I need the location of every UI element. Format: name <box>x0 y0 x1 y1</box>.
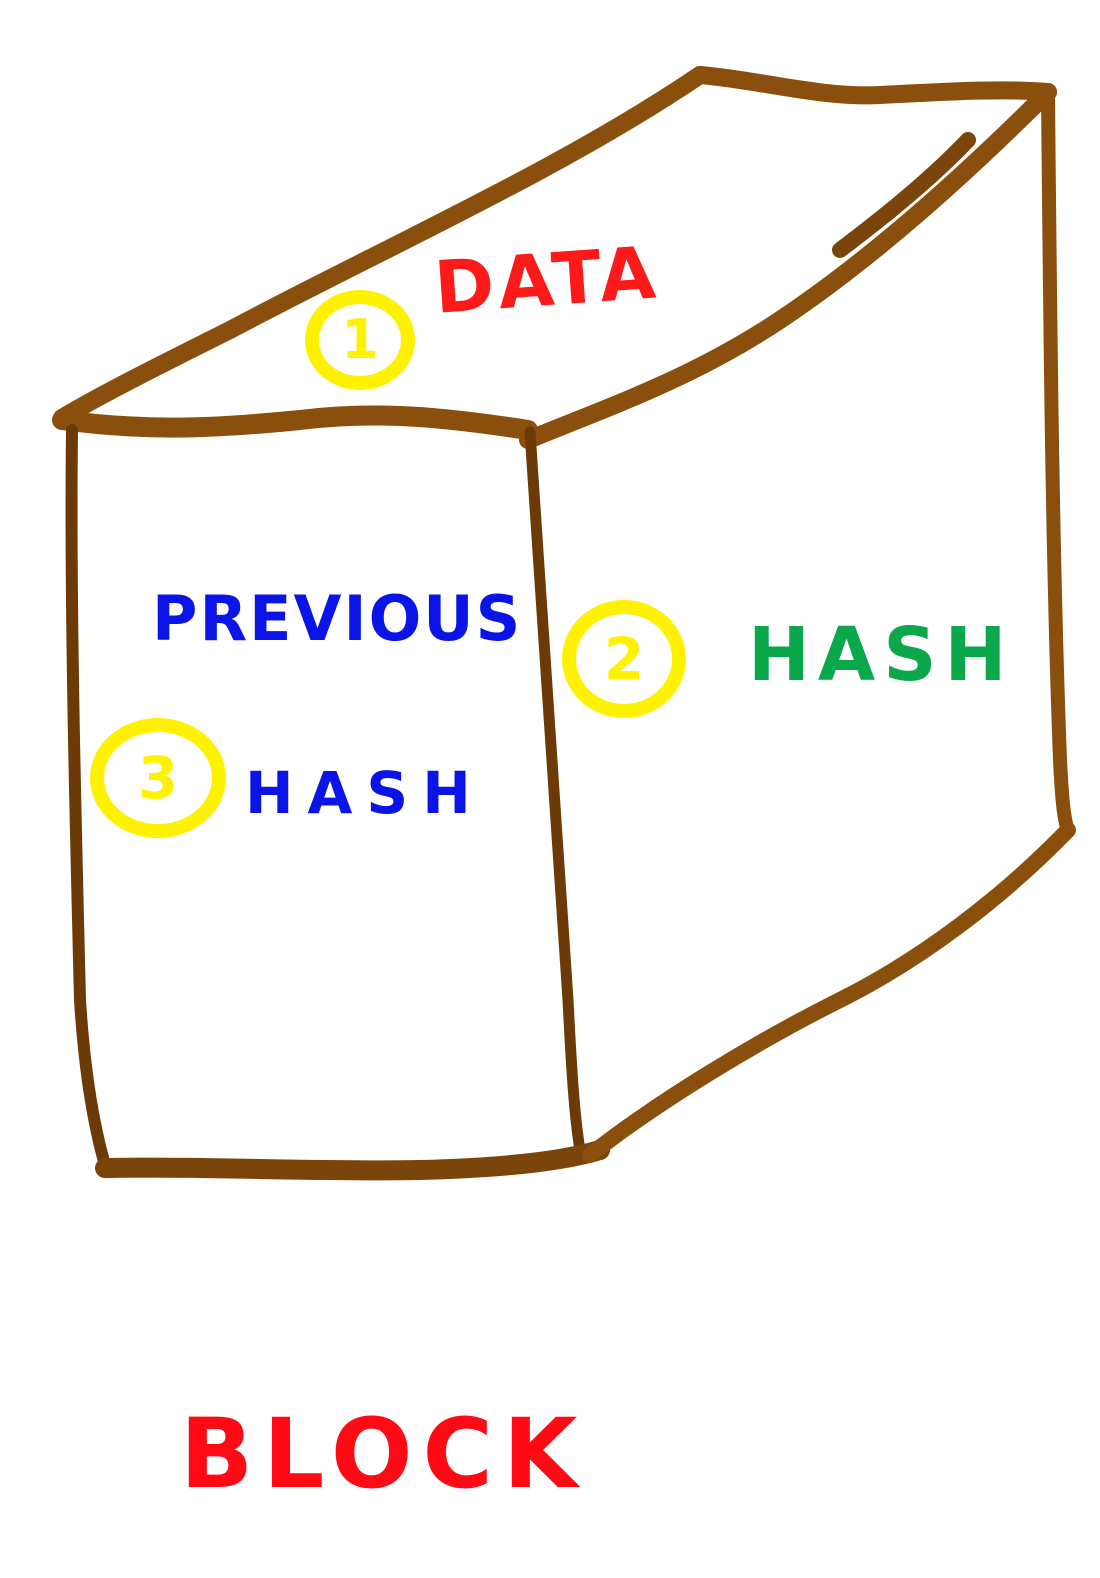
top-inner-stroke <box>832 132 976 258</box>
badge-number: 3 <box>137 744 179 812</box>
previous-label: PREVIOUS <box>152 582 523 655</box>
front-face-left-edge <box>65 424 111 1171</box>
top-face-back-edge <box>691 66 1057 105</box>
front-face-top-edge <box>52 405 538 440</box>
right-face-back-edge <box>1041 88 1075 837</box>
data-label: DATA <box>431 230 663 330</box>
front-face-bottom-edge <box>95 1140 610 1181</box>
number-3-circle-icon: 3 <box>90 718 226 838</box>
top-face-left-edge <box>53 66 709 427</box>
badge-number: 1 <box>341 308 379 371</box>
badge-number: 2 <box>603 625 645 693</box>
number-1-circle-icon: 1 <box>305 290 415 390</box>
previous-hash-label: HASH <box>245 759 485 827</box>
hash-label: HASH <box>748 612 1015 698</box>
top-face-right-edge <box>519 83 1057 449</box>
block-title: BLOCK <box>180 1398 588 1510</box>
right-face-bottom-edge <box>582 822 1076 1163</box>
front-face-right-edge <box>524 426 586 1156</box>
number-2-circle-icon: 2 <box>562 600 686 718</box>
